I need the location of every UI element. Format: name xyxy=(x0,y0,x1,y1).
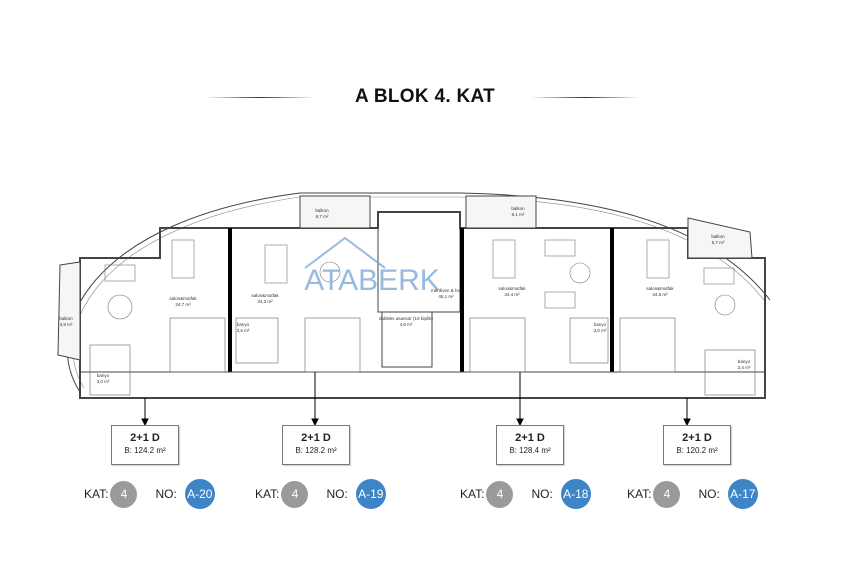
no-label: NO: xyxy=(531,487,553,501)
room-area: 6,1 m² xyxy=(512,212,525,217)
kat-label: KAT: xyxy=(84,487,109,501)
watermark-logo: ATABERK xyxy=(304,236,440,297)
room-area: 3,5 m² xyxy=(237,328,250,333)
no-label: NO: xyxy=(326,487,348,501)
title-rule-left xyxy=(205,97,315,98)
room-area: 5,7 m² xyxy=(712,240,725,245)
room-name: salon&mutfak xyxy=(251,293,279,298)
no-badge: A-19 xyxy=(355,479,386,509)
room-name: banyo xyxy=(594,322,607,327)
kat-label: KAT: xyxy=(460,487,485,501)
balcony xyxy=(465,195,537,229)
room-name: banyo xyxy=(738,359,751,364)
unit-type: 2+1 D xyxy=(301,432,331,444)
room-name: dubleks asansör (10 kişilik) xyxy=(379,316,434,321)
elevator xyxy=(381,311,433,368)
kat-badge: 4 xyxy=(281,480,309,508)
unit-box-a17: 2+1 D B: 120.2 m² xyxy=(663,425,731,465)
room-area: 34,7 m² xyxy=(175,302,191,307)
kat-badge: 4 xyxy=(653,480,681,508)
room-area: 34,5 m² xyxy=(652,292,668,297)
balcony xyxy=(687,217,753,259)
room-area: 3,0 m² xyxy=(594,328,607,333)
unit-tag-a18: KAT: 4 NO: A-18 xyxy=(460,479,591,509)
room-area: 34,4 m² xyxy=(504,292,520,297)
no-badge: A-18 xyxy=(560,479,591,509)
kat-badge: 4 xyxy=(486,480,514,508)
svg-text:dubleks asansör (10 kişilik)4,: dubleks asansör (10 kişilik)4,6 m² xyxy=(379,316,434,327)
no-label: NO: xyxy=(155,487,177,501)
unit-tag-a19: KAT: 4 NO: A-19 xyxy=(255,479,386,509)
balcony xyxy=(57,261,81,361)
room-name: banyo xyxy=(237,322,250,327)
unit-area: B: 120.2 m² xyxy=(676,446,718,455)
room-name: salon&mutfak xyxy=(169,296,197,301)
unit-box-a18: 2+1 D B: 128.4 m² xyxy=(496,425,564,465)
unit-area: B: 128.4 m² xyxy=(509,446,551,455)
unit-area: B: 124.2 m² xyxy=(124,446,166,455)
kat-badge: 4 xyxy=(110,480,138,508)
unit-box-a19: 2+1 D B: 128.2 m² xyxy=(282,425,350,465)
room-area: 45,1 m² xyxy=(438,294,454,299)
room-area: 34,3 m² xyxy=(257,299,273,304)
unit-box-a20: 2+1 D B: 124.2 m² xyxy=(111,425,179,465)
room-name: merdiven & hol xyxy=(431,288,461,293)
page-title: A BLOK 4. KAT xyxy=(354,86,496,107)
watermark-text: ATABERK xyxy=(304,264,440,297)
unit-tag-a20: KAT: 4 NO: A-20 xyxy=(84,479,215,509)
room-name: balkon xyxy=(711,234,725,239)
unit-type: 2+1 D xyxy=(682,432,712,444)
room-name: balkon xyxy=(315,208,329,213)
room-area: 6,7 m² xyxy=(316,214,329,219)
no-badge: A-20 xyxy=(184,479,215,509)
title-rule-right xyxy=(530,97,640,98)
kat-label: KAT: xyxy=(255,487,280,501)
no-badge: A-17 xyxy=(727,479,758,509)
no-label: NO: xyxy=(698,487,720,501)
unit-type: 2+1 D xyxy=(130,432,160,444)
kat-label: KAT: xyxy=(627,487,652,501)
unit-type: 2+1 D xyxy=(515,432,545,444)
room-area: 3,0 m² xyxy=(97,379,110,384)
room-area: 4,6 m² xyxy=(400,322,413,327)
unit-area: B: 128.2 m² xyxy=(295,446,337,455)
unit-arrows xyxy=(141,372,691,427)
room-name: salon&mutfak xyxy=(646,286,674,291)
room-area: 2,4 m² xyxy=(738,365,751,370)
balcony xyxy=(299,195,371,229)
unit-tag-a17: KAT: 4 NO: A-17 xyxy=(627,479,758,509)
room-name: banyo xyxy=(97,373,110,378)
room-area: 4,9 m² xyxy=(60,322,73,327)
room-name: balkon xyxy=(59,316,73,321)
room-name: salon&mutfak xyxy=(498,286,526,291)
room-name: balkon xyxy=(511,206,525,211)
